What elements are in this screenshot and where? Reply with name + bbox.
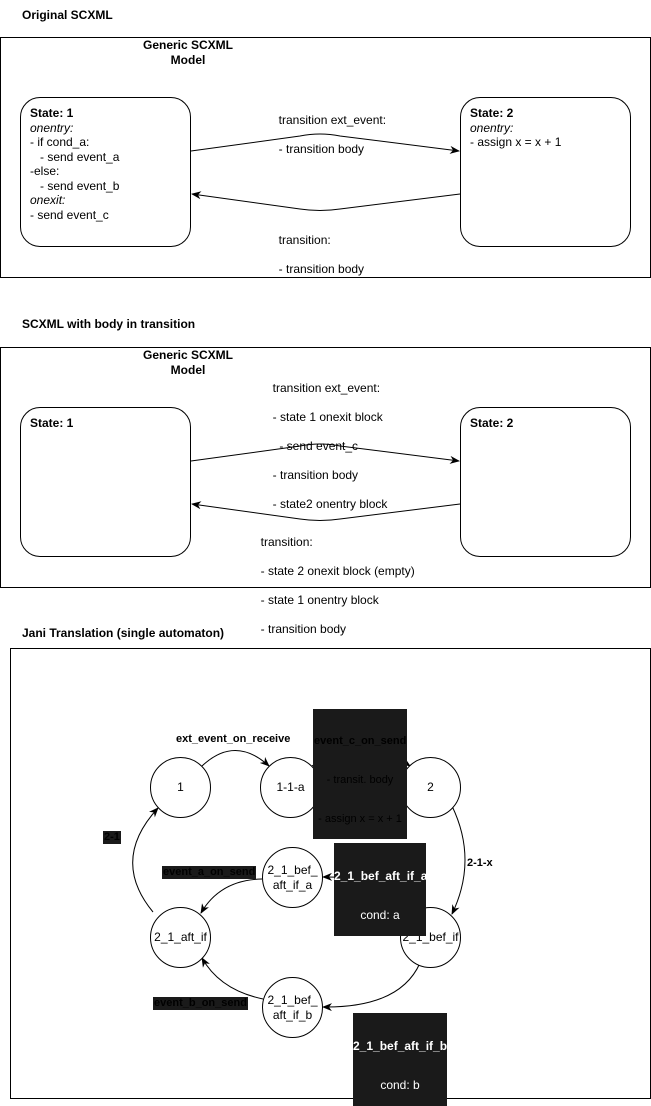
state-2-line: onentry: xyxy=(470,120,514,135)
edge-label-event-a-on-send: event_a_on_send xyxy=(162,866,257,879)
tag-line: cond: a xyxy=(360,908,400,922)
node-label: 1-1-a xyxy=(276,780,305,795)
section-title-original: Original SCXML xyxy=(22,8,113,22)
edge-label-line: transition ext_event: xyxy=(272,380,381,395)
tag-line: 2_1_bef_aft_if_b xyxy=(353,1039,448,1053)
node-2-1-aft-if[interactable]: 2_1_aft_if xyxy=(150,907,211,968)
edge-label-line: - state 2 onexit block (empty) xyxy=(260,563,415,578)
edge-arrow-1-to-1-1-a xyxy=(201,750,270,767)
state-1-header: State: 1 xyxy=(30,106,74,120)
edge-arrow-state1-to-state2 xyxy=(190,443,460,464)
tag-line: cond: b xyxy=(380,1078,420,1092)
node-1[interactable]: 1 xyxy=(150,757,211,818)
model-label-line: Generic SCXML xyxy=(142,38,234,52)
model-label-line: Model xyxy=(170,53,206,67)
model-label-original: Generic SCXML Model xyxy=(138,38,238,68)
state-2-box-original[interactable]: State: 2 onentry: - assign x = x + 1 xyxy=(460,97,631,247)
edge-label-line: transition ext_event: xyxy=(278,112,387,127)
edge-arrow-bef-if-to-baib xyxy=(322,962,421,1012)
edge-label-top-original: transition ext_event: - transition body xyxy=(272,98,386,156)
state-2-header: State: 2 xyxy=(470,416,514,430)
edge-label-line: - transition body xyxy=(278,261,365,276)
edge-label-line: - transition body xyxy=(278,141,365,156)
state-1-box-original[interactable]: State: 1 onentry: - if cond_a: - send ev… xyxy=(20,97,191,247)
node-label: 2_1_bef_ xyxy=(267,863,318,877)
node-1-1-a[interactable]: 1-1-a xyxy=(260,757,321,818)
node-label: 2_1_bef_ xyxy=(267,993,318,1007)
edge-label-event-b-on-send: event_b_on_send xyxy=(153,997,248,1010)
edge-label-event-c-on-send: event_c_on_send - transit. body - assign… xyxy=(313,709,407,839)
edge-label-line: transition: xyxy=(278,232,331,247)
state-1-box-with-body[interactable]: State: 1 xyxy=(20,407,191,557)
edge-label-2-1: 2-1 xyxy=(103,831,121,844)
edge-arrow-aft-if-to-1 xyxy=(132,807,159,913)
node-label: aft_if_b xyxy=(272,1007,313,1022)
state-1-line: - send event_c xyxy=(30,207,109,222)
edge-label-line: - state 1 onexit block xyxy=(272,409,383,424)
state-1-line: onentry: xyxy=(30,120,74,135)
tag-line: - assign x = x + 1 xyxy=(318,813,402,825)
tag-line: - transit. body xyxy=(326,774,394,786)
state-2-line: - assign x = x + 1 xyxy=(470,135,562,149)
tag-line: 2_1_bef_aft_if_a xyxy=(334,869,428,883)
node-2-1-bef-aft-if-b[interactable]: 2_1_bef_ aft_if_b xyxy=(262,977,323,1038)
edge-arrow-state2-to-state1 xyxy=(191,191,461,211)
edge-arrow-state2-to-state1 xyxy=(191,501,461,521)
edge-label-2-1-bef-aft-if-b: 2_1_bef_aft_if_b cond: b xyxy=(353,1013,447,1106)
state-2-header: State: 2 xyxy=(470,106,514,120)
edge-label-line: - transition body xyxy=(260,621,347,636)
edge-label-line: - transition body xyxy=(272,467,359,482)
section-title-with-body: SCXML with body in transition xyxy=(22,317,196,331)
edge-label-bottom-with-body: transition: - state 2 onexit block (empt… xyxy=(254,520,415,636)
edge-label-line: - state2 onentry block xyxy=(272,496,388,511)
edge-arrow-baia-to-aft-if xyxy=(200,878,263,914)
state-1-header: State: 1 xyxy=(30,416,74,430)
state-1-line: - send event_b xyxy=(30,178,120,193)
edge-label-line: transition: xyxy=(260,534,313,549)
model-label-line: Generic SCXML xyxy=(142,348,234,362)
tag-line: event_c_on_send xyxy=(314,735,407,747)
node-label: 2 xyxy=(427,780,434,795)
model-label-with-body: Generic SCXML Model xyxy=(138,348,238,378)
model-label-line: Model xyxy=(170,363,206,377)
edge-arrow-baib-to-aft-if xyxy=(201,957,264,1000)
edge-arrow-state1-to-state2 xyxy=(190,133,460,154)
node-2[interactable]: 2 xyxy=(400,757,461,818)
state-2-box-with-body[interactable]: State: 2 xyxy=(460,407,631,557)
node-label: aft_if_a xyxy=(272,877,313,892)
node-2-1-bef-aft-if-a[interactable]: 2_1_bef_ aft_if_a xyxy=(262,847,323,908)
edge-label-2-1-x: 2-1-x xyxy=(467,857,493,869)
state-1-line: - if cond_a: xyxy=(30,135,90,149)
node-label: 1 xyxy=(177,780,184,795)
state-1-line: - send event_a xyxy=(30,149,120,164)
state-1-line: onexit: xyxy=(30,193,66,207)
edge-label-ext-event-on-receive: ext_event_on_receive xyxy=(176,733,291,745)
edge-arrow-2-to-bef-if xyxy=(451,805,466,915)
node-label: 2_1_aft_if xyxy=(154,930,207,945)
edge-label-bottom-original: transition: - transition body xyxy=(272,218,364,276)
section-title-jani: Jani Translation (single automaton) xyxy=(22,626,225,640)
edge-label-line: - state 1 onentry block xyxy=(260,592,379,607)
edge-label-2-1-bef-aft-if-a: 2_1_bef_aft_if_a cond: a xyxy=(334,843,428,936)
state-1-line: -else: xyxy=(30,164,60,178)
